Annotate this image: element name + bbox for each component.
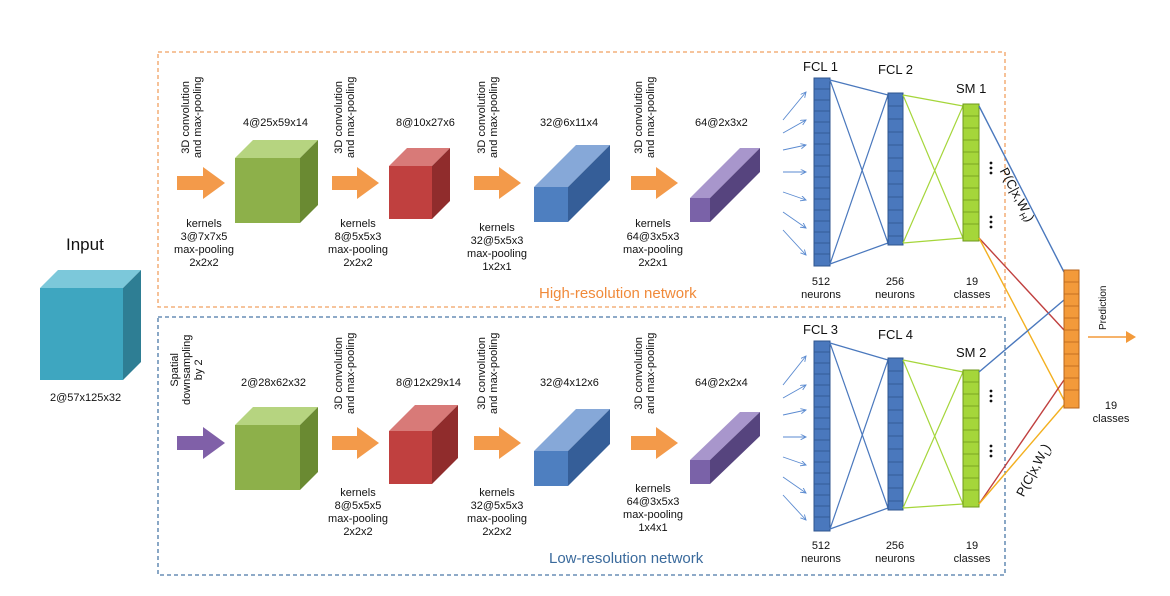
prediction-arrow	[1088, 331, 1136, 343]
low-purple-cube	[690, 412, 760, 484]
fcl4-title: FCL 4	[878, 327, 913, 342]
sm1-column	[962, 103, 980, 242]
low-map-3: 32@4x12x6	[540, 377, 599, 389]
sm2-column	[962, 369, 980, 508]
input-title: Input	[66, 235, 104, 254]
sm2-ellipsis	[989, 389, 993, 458]
high-arrow-3	[474, 167, 521, 199]
high-map-4: 64@2x3x2	[695, 117, 748, 129]
sm1-title: SM 1	[956, 81, 987, 96]
high-arrow-4	[631, 167, 678, 199]
low-green-cube	[235, 407, 318, 490]
sm1-ellipsis	[989, 161, 993, 229]
fcl3-column	[813, 340, 831, 532]
fcl2-column	[887, 92, 904, 246]
fcl4-sm2-links	[902, 359, 964, 509]
low-arrow-2	[332, 427, 379, 459]
low-arrow-3	[474, 427, 521, 459]
high-arrow-1	[177, 167, 225, 199]
high-network-label: High-resolution network	[539, 285, 697, 302]
high-blue-cube	[534, 145, 610, 222]
fcl4-column	[887, 357, 904, 511]
sm2-title: SM 2	[956, 345, 987, 360]
high-red-cube	[389, 148, 450, 219]
low-fan-arrows	[782, 356, 806, 520]
prediction-label: Prediction	[1098, 285, 1109, 330]
fcl2-title: FCL 2	[878, 62, 913, 77]
fcl3-fcl4-links	[829, 342, 889, 530]
input-cube	[40, 270, 141, 380]
output-column	[1063, 269, 1080, 409]
low-map-4: 64@2x2x4	[695, 377, 748, 389]
low-blue-cube	[534, 409, 610, 486]
sm-output-links	[978, 105, 1065, 505]
low-arrow-4	[631, 427, 678, 459]
high-map-1: 4@25x59x14	[243, 117, 308, 129]
low-arrow-downsample	[177, 427, 225, 459]
high-arrow-2	[332, 167, 379, 199]
fcl1-fcl2-links	[829, 79, 889, 265]
low-map-1: 2@28x62x32	[241, 377, 306, 389]
low-network-label: Low-resolution network	[549, 550, 704, 567]
low-res-frame	[157, 316, 1006, 576]
high-res-frame	[157, 51, 1006, 308]
high-map-3: 32@6x11x4	[540, 117, 599, 129]
high-map-2: 8@10x27x6	[396, 117, 455, 129]
input-dims: 2@57x125x32	[50, 392, 122, 404]
low-map-2: 8@12x29x14	[396, 377, 461, 389]
high-fan-arrows	[782, 92, 806, 255]
high-green-cube	[235, 140, 318, 223]
fcl2-sm1-links	[902, 94, 964, 244]
low-red-cube	[389, 405, 458, 484]
fcl3-title: FCL 3	[803, 322, 838, 337]
high-purple-cube	[690, 148, 760, 222]
fcl1-title: FCL 1	[803, 59, 838, 74]
fcl1-column	[813, 77, 831, 267]
